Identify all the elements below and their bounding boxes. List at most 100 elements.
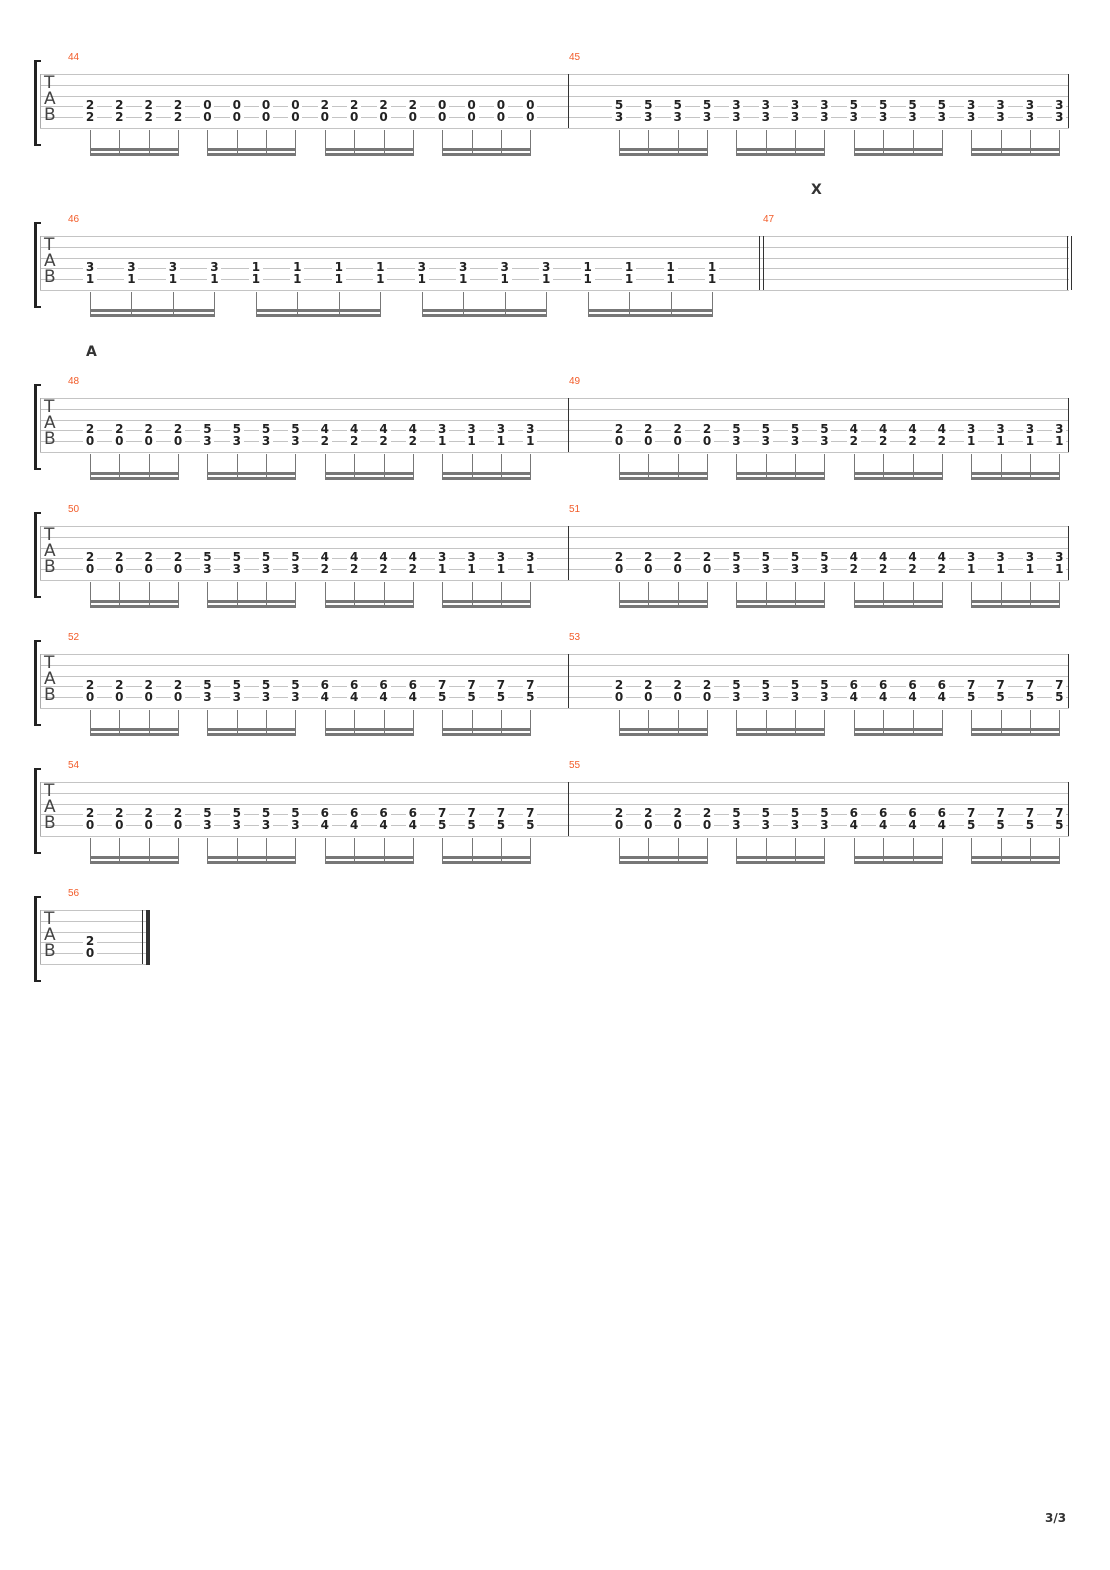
beam [736,472,826,475]
fret-number: 2 [171,551,186,564]
fret-number: 5 [788,807,803,820]
beam [324,148,414,151]
fret-number: 0 [141,819,156,832]
fret-number: 0 [171,819,186,832]
fret-number: 2 [171,679,186,692]
beam [853,605,943,608]
fret-number: 1 [290,261,305,274]
system-bracket [34,60,41,146]
note-stem [619,454,620,478]
fret-number: 0 [171,563,186,576]
tab-clef-letter: T [44,235,55,255]
fret-number: 5 [288,679,303,692]
fret-number: 5 [523,691,538,704]
fret-number: 1 [290,273,305,286]
fret-number: 3 [993,111,1008,124]
note-stem [1059,710,1061,734]
barline [568,526,569,580]
fret-number: 3 [846,111,861,124]
note-stem [1029,454,1031,478]
barline [1068,398,1069,452]
fret-number: 3 [817,435,832,448]
fret-number: 1 [622,273,637,286]
fret-number: 2 [641,551,656,564]
fret-number: 3 [964,99,979,112]
beam [207,728,297,731]
note-stem [236,454,238,478]
fret-number: 1 [331,273,346,286]
note-stem [266,454,268,478]
beam [207,605,297,608]
tab-clef-letter: A [44,413,56,433]
fret-number: 5 [435,691,450,704]
note-stem [324,454,326,478]
note-stem [442,454,444,478]
note-stem [500,582,502,606]
note-stem [530,130,532,154]
fret-number: 2 [700,551,715,564]
staff-line [40,526,1069,527]
note-stem [354,130,356,154]
note-stem [471,454,473,478]
fret-number: 5 [729,807,744,820]
staff-line [40,279,1069,281]
measure-number: 56 [68,888,80,899]
fret-number: 3 [964,423,979,436]
fret-number: 5 [435,819,450,832]
fret-number: 1 [580,261,595,274]
fret-number: 7 [1052,679,1067,692]
fret-number: 1 [1052,563,1067,576]
note-stem [383,454,385,478]
fret-number: 4 [905,423,920,436]
fret-number: 6 [905,807,920,820]
note-stem [853,130,855,154]
fret-number: 5 [758,423,773,436]
fret-number: 5 [200,679,215,692]
beam [207,148,297,151]
fret-number: 2 [171,111,186,124]
beam [971,153,1061,156]
note-stem [471,130,473,154]
note-stem [383,130,385,154]
staff-line [40,697,1069,699]
staff-line [40,408,1069,410]
fret-number: 6 [376,679,391,692]
note-stem [1029,130,1031,154]
staff-line [40,128,1069,129]
fret-number: 1 [456,273,471,286]
fret-number: 5 [259,679,274,692]
beam [207,733,297,736]
system-bracket [34,896,41,982]
fret-number: 3 [876,111,891,124]
fret-number: 2 [376,99,391,112]
fret-number: 4 [876,819,891,832]
start-barline [40,782,41,836]
note-stem [338,292,340,314]
beam [255,314,382,317]
fret-number: 5 [229,807,244,820]
barline [568,782,569,836]
fret-number: 2 [83,551,97,564]
fret-number: 0 [112,819,127,832]
note-stem [1059,582,1061,606]
staff-line [40,920,150,922]
fret-number: 6 [876,807,891,820]
note-stem [736,838,738,862]
note-stem [795,710,797,734]
beam [324,153,414,156]
fret-number: 3 [83,261,97,274]
fret-number: 1 [493,435,508,448]
fret-number: 5 [758,679,773,692]
beam [207,856,297,859]
staff-line [40,836,1069,837]
beam [971,733,1061,736]
fret-number: 3 [612,111,626,124]
fret-number: 1 [1022,435,1037,448]
note-stem [587,292,589,314]
note-stem [765,130,767,154]
measure-number: 55 [569,760,581,771]
note-stem [883,838,885,862]
note-stem [677,454,679,478]
fret-number: 5 [964,819,979,832]
tab-clef-letter: A [44,669,56,689]
